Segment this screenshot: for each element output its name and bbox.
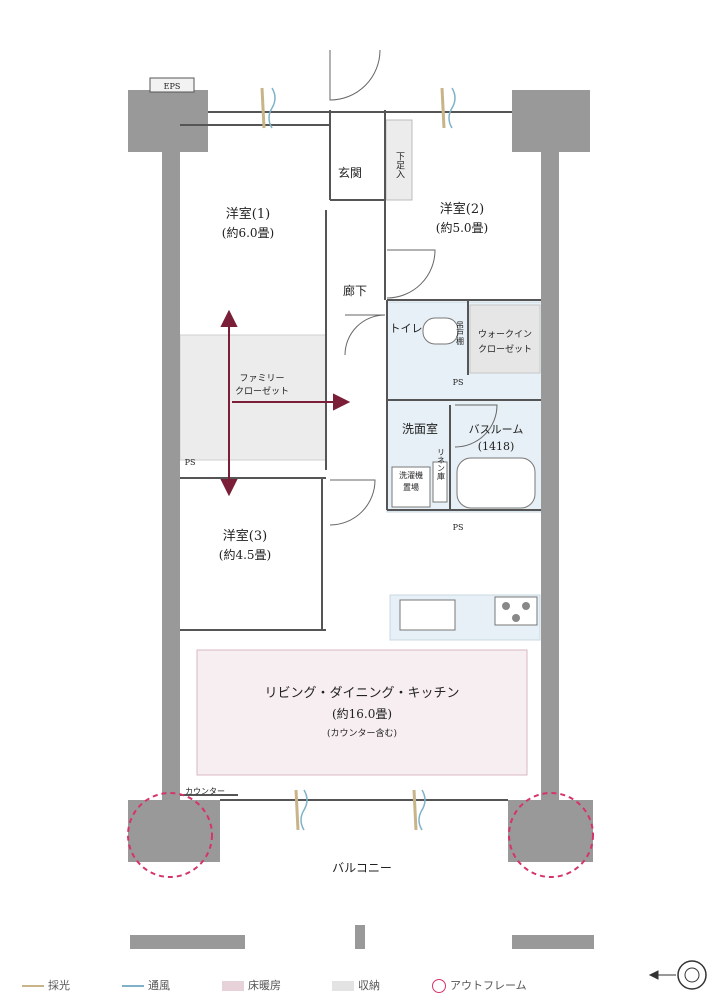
ps-label-2: PS xyxy=(185,458,196,467)
room-ldk-size: (約16.0畳) xyxy=(332,706,392,721)
stove-burners xyxy=(502,602,530,622)
room-balcony: バルコニー xyxy=(332,861,392,875)
room-shoe-cabinet: 下足入 xyxy=(394,152,405,179)
legend-light-icon xyxy=(22,985,44,987)
fixtures xyxy=(391,317,538,631)
room-western1-name: 洋室(1) xyxy=(226,206,270,222)
room-walkin-1: ウォークイン xyxy=(478,329,532,340)
legend-floorheat-icon xyxy=(222,981,244,991)
room-walkin-2: クローゼット xyxy=(478,343,532,355)
room-western3-size: (約4.5畳) xyxy=(219,547,271,562)
legend-outframe: アウトフレーム xyxy=(432,977,527,993)
room-entrance: 玄関 xyxy=(338,165,362,180)
legend-light: 採光 xyxy=(22,977,70,993)
eps-box xyxy=(149,77,195,93)
legend-storage-icon xyxy=(332,981,354,991)
room-counter: カウンター xyxy=(185,787,225,796)
outer-walls xyxy=(128,90,594,949)
room-laundry-2: 置場 xyxy=(403,482,419,492)
room-family-2: クローゼット xyxy=(235,385,289,397)
outframe-circles xyxy=(127,792,594,878)
legend-outframe-icon xyxy=(432,979,446,993)
room-western3-name: 洋室(3) xyxy=(223,528,267,544)
eps-label: EPS xyxy=(164,82,181,91)
closet-access-arrows xyxy=(220,309,351,497)
ps-label-1: PS xyxy=(453,378,464,387)
room-family-1: ファミリー xyxy=(239,374,284,384)
room-ldk-note: (カウンター含む) xyxy=(327,727,397,739)
room-washroom: 洗面室 xyxy=(402,421,438,436)
family-closet-area xyxy=(179,334,327,461)
ps-label-3: PS xyxy=(453,523,464,532)
room-bathroom-name: バスルーム xyxy=(469,423,524,436)
room-western1-size: (約6.0畳) xyxy=(222,225,274,240)
legend-wind-icon xyxy=(122,985,144,987)
room-cabinet: 吊戸棚 xyxy=(456,321,465,346)
room-bathroom-size: (1418) xyxy=(478,440,515,453)
walkin-closet-area xyxy=(469,304,541,374)
wind-markers xyxy=(268,87,456,831)
room-western2-size: (約5.0畳) xyxy=(436,220,488,235)
shoe-cabinet xyxy=(385,119,413,201)
light-markers xyxy=(260,87,446,831)
legend-storage: 収納 xyxy=(332,977,380,993)
floor-heating-area xyxy=(196,649,528,776)
legend-floorheat: 床暖房 xyxy=(222,977,281,993)
room-western2-name: 洋室(2) xyxy=(440,201,484,217)
door-swings xyxy=(329,49,498,526)
legend-wind: 通風 xyxy=(122,977,170,993)
room-linen: リネン庫 xyxy=(437,448,446,481)
room-laundry-1: 洗濯機 xyxy=(399,470,423,480)
room-toilet: トイレ xyxy=(390,322,423,335)
room-ldk-name: リビング・ダイニング・キッチン xyxy=(264,686,459,701)
legend: 採光 通風 床暖房 収納 アウトフレーム xyxy=(22,975,622,995)
room-hallway: 廊下 xyxy=(343,283,367,298)
interior-walls xyxy=(180,110,541,801)
compass-icon xyxy=(648,960,707,990)
